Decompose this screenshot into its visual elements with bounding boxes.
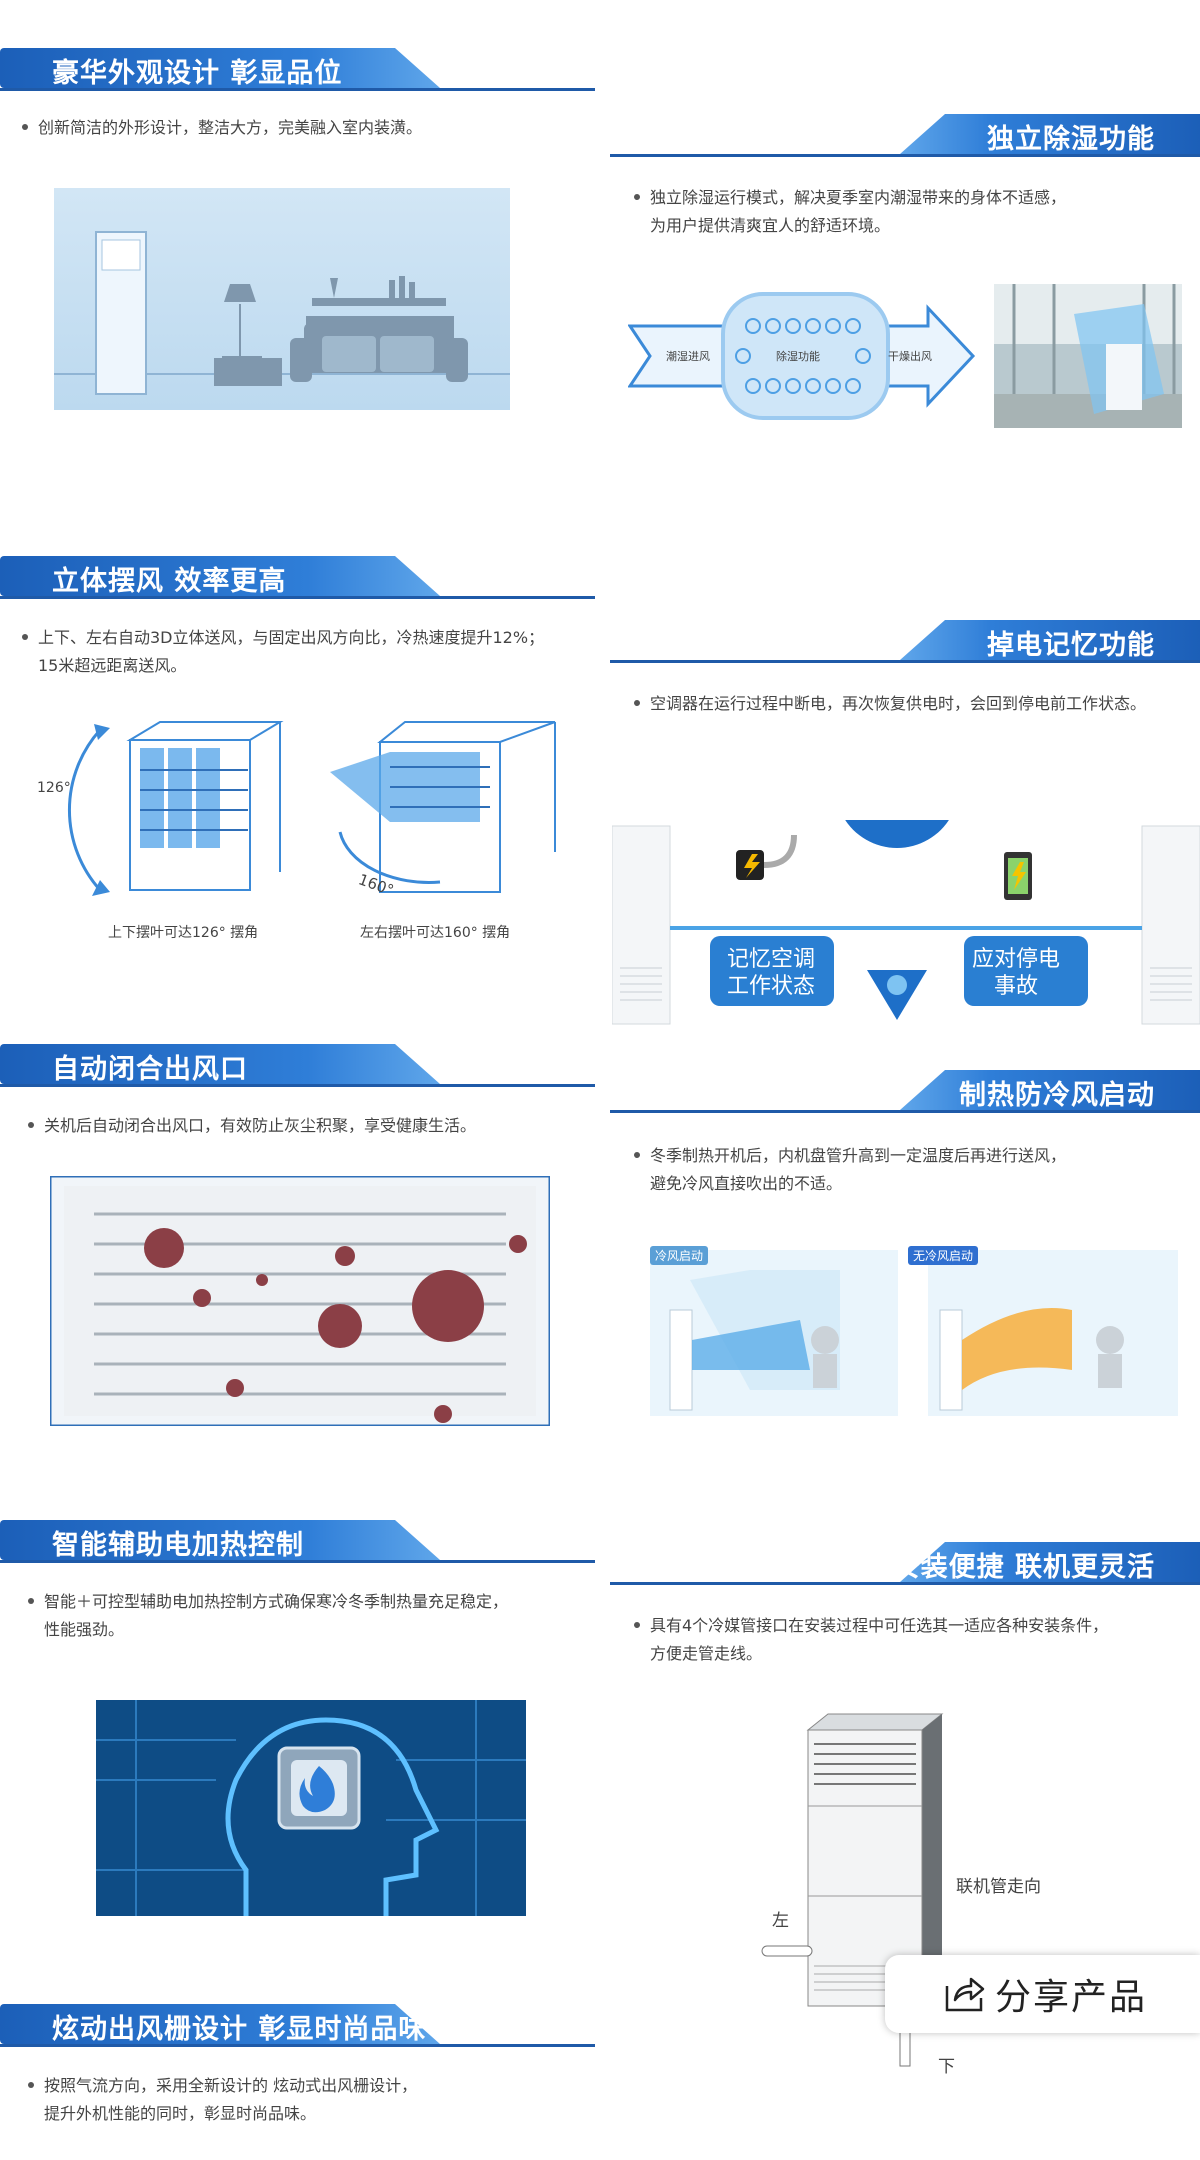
feature-text: 空调器在运行过程中断电，再次恢复供电时，会回到停电前工作状态。 [634, 690, 1146, 718]
label-dehumidify: 除湿功能 [776, 350, 820, 363]
section-header-memory: 掉电记忆功能 [600, 620, 1200, 670]
section-header-auto-close: 自动闭合出风口 [0, 1044, 600, 1094]
tag-cold-start: 冷风启动 [650, 1246, 709, 1265]
feature-text: 按照气流方向，采用全新设计的 炫动式出风栅设计，提升外机性能的同时，彰显时尚品味… [28, 2072, 417, 2128]
feature-text: 智能＋可控型辅助电加热控制方式确保寒冷冬季制热量充足稳定，性能强劲。 [28, 1588, 508, 1644]
angle-126: 126° [37, 780, 71, 796]
room-illustration [54, 188, 510, 410]
section-title: 智能辅助电加热控制 [52, 1530, 304, 1561]
feature-text: 具有4个冷媒管接口在安装过程中可任选其一适应各种安装条件，方便走管走线。 [634, 1612, 1108, 1668]
center-label: 掉电记忆 [860, 893, 917, 962]
feature-text: 独立除湿运行模式，解决夏季室内潮湿带来的身体不适感，为用户提供清爽宜人的舒适环境… [634, 184, 1066, 240]
feature-text: 创新简洁的外形设计，整洁大方，完美融入室内装潢。 [22, 114, 422, 142]
right-label: 应对停电事故 [972, 947, 1061, 999]
section-title: 立体摆风 效率更高 [52, 566, 287, 597]
section-header-grille: 炫动出风栅设计 彰显时尚品味 [0, 2004, 600, 2054]
vertical-swing-illustration [67, 721, 284, 896]
left-label: 记忆空调工作状态 [727, 947, 816, 999]
section-title: 豪华外观设计 彰显品位 [52, 58, 343, 89]
indoor-unit-illustration [761, 1713, 944, 2067]
section-title: 安装便捷 联机更灵活 [892, 1552, 1155, 1583]
section-header-swing: 立体摆风 效率更高 [0, 556, 600, 606]
feature-text: 关机后自动闭合出风口，有效防止灰尘积聚，享受健康生活。 [28, 1112, 476, 1140]
horizontal-swing-illustration [330, 721, 556, 893]
caption-horizontal: 左右摆叶可达160° 摆角 [360, 925, 511, 941]
feature-text: 上下、左右自动3D立体送风，与固定出风方向比，冷热速度提升12%；15米超远距离… [22, 624, 544, 680]
dehumidify-diagram [628, 292, 976, 420]
feature-text: 冬季制热开机后，内机盘管升高到一定温度后再进行送风，避免冷风直接吹出的不适。 [634, 1142, 1066, 1198]
circuit-board-illustration [96, 1700, 526, 1916]
section-title: 自动闭合出风口 [52, 1054, 248, 1085]
share-label: 分享产品 [995, 1977, 1148, 2018]
office-photo [994, 284, 1182, 428]
pipe-direction-label: 联机管走向 [956, 1877, 1041, 1897]
section-header-heater: 智能辅助电加热控制 [0, 1520, 600, 1570]
left-direction-label: 左 [772, 1911, 789, 1931]
share-icon [945, 1977, 985, 2012]
label-humid-in: 潮湿进风 [666, 350, 710, 363]
section-header-design: 豪华外观设计 彰显品位 [0, 48, 600, 98]
section-header-dehumidify: 独立除湿功能 [600, 114, 1200, 164]
heating-comparison-illustration [650, 1250, 1178, 1416]
section-title: 炫动出风栅设计 彰显时尚品味 [52, 2014, 427, 2045]
section-header-install: 安装便捷 联机更灵活 [600, 1542, 1200, 1592]
caption-vertical: 上下摆叶可达126° 摆角 [108, 925, 259, 941]
section-title: 独立除湿功能 [987, 124, 1155, 155]
share-product-button[interactable]: 分享产品 [885, 1955, 1200, 2033]
section-title: 掉电记忆功能 [987, 630, 1155, 661]
vent-dust-illustration [50, 1176, 550, 1426]
tag-no-cold-start: 无冷风启动 [908, 1246, 979, 1265]
label-dry-out: 干燥出风 [888, 350, 932, 363]
down-direction-label: 下 [938, 2057, 955, 2077]
power-memory-diagram [612, 820, 1200, 1025]
section-header-heating: 制热防冷风启动 [600, 1070, 1200, 1120]
section-title: 制热防冷风启动 [959, 1080, 1155, 1111]
